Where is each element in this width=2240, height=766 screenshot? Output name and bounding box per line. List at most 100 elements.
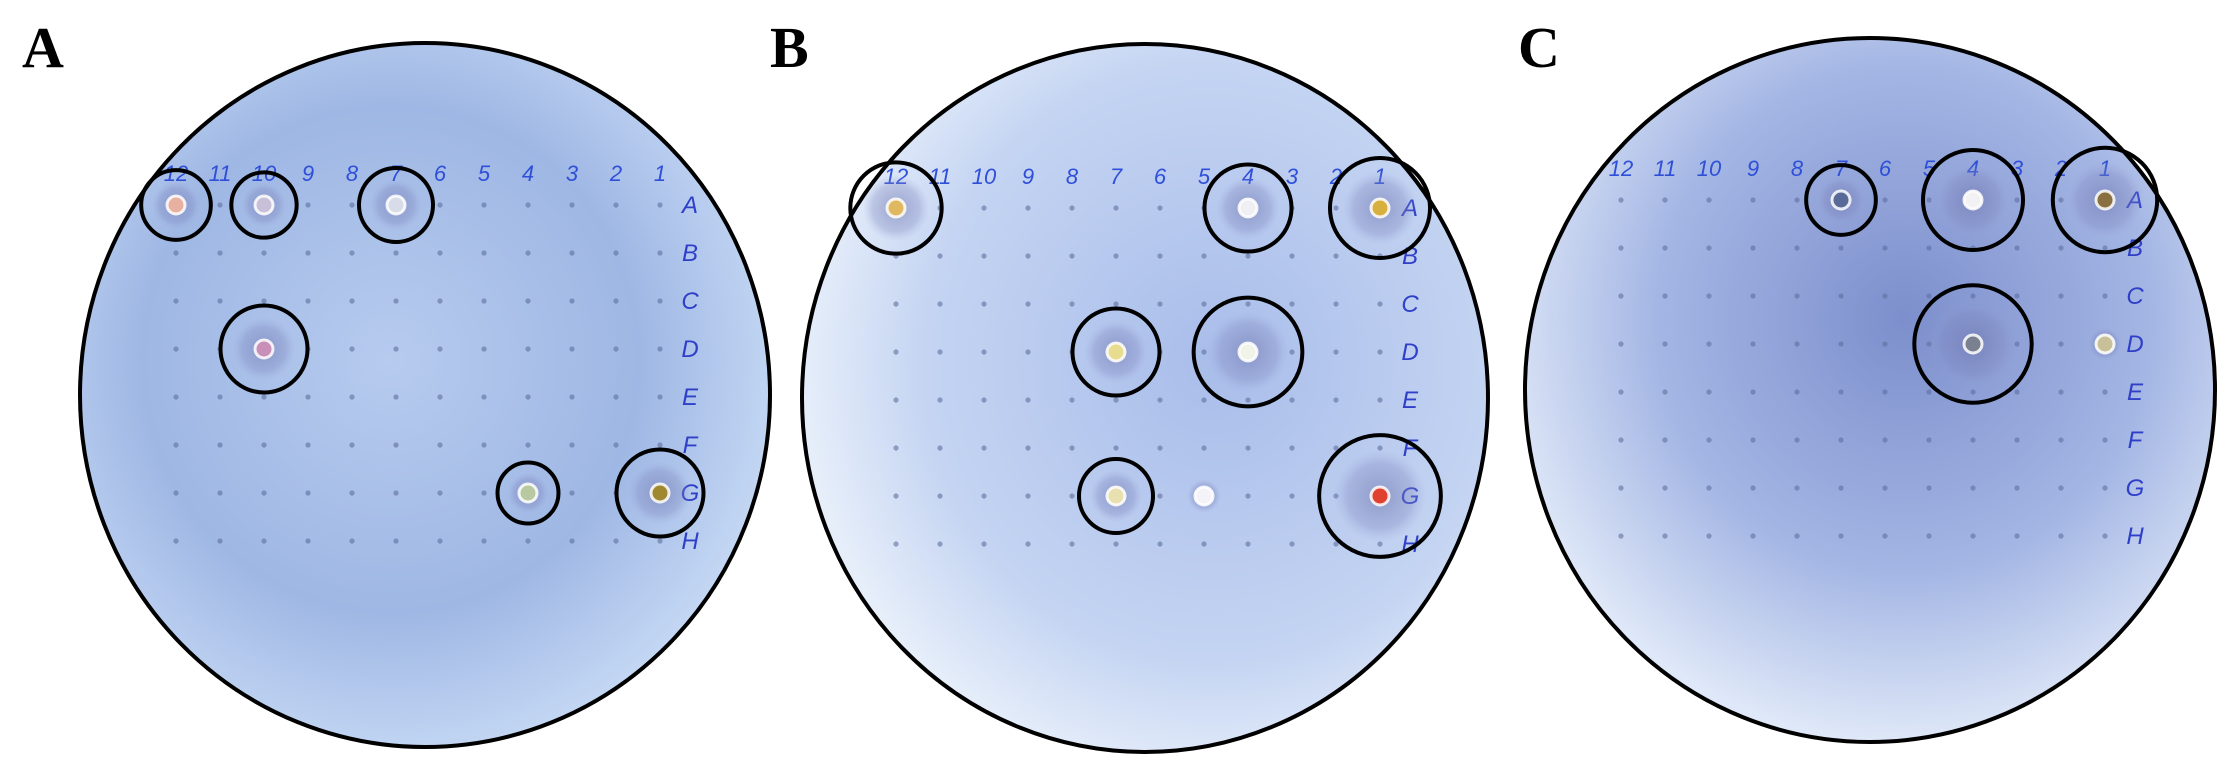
plate-c-well [1706, 485, 1712, 491]
plate-c-colony [1962, 189, 1984, 211]
plate-a-well [657, 298, 663, 304]
plate-a-well [657, 346, 663, 352]
plate-a-well [657, 538, 663, 544]
plate-b-colony [1369, 485, 1391, 507]
plate-c-well [1838, 533, 1844, 539]
plate-a-row-label: E [682, 384, 699, 411]
plate-b-well [1157, 301, 1163, 307]
plate-c-well [2058, 293, 2064, 299]
plate-a-well [261, 298, 267, 304]
plate-b-colony-circle [1202, 162, 1294, 254]
plate-b-well [1289, 541, 1295, 547]
plate-b-well [1289, 445, 1295, 451]
plate-b: 121110987654321ABCDEFGH [800, 42, 1490, 754]
plate-c-well [1618, 533, 1624, 539]
plate-b-well [1333, 397, 1339, 403]
plate-a-colony-circle [357, 166, 435, 244]
plate-a-well [217, 490, 223, 496]
plate-b-well [1201, 253, 1207, 259]
plate-a-column-label: 2 [609, 161, 622, 186]
plate-b-well [1113, 301, 1119, 307]
plate-b-well [1377, 397, 1383, 403]
plate-a-well [305, 298, 311, 304]
plate-b-column-label: 10 [972, 164, 997, 189]
plate-c-well [1838, 485, 1844, 491]
plate-c: 121110987654321ABCDEFGH [1523, 36, 2217, 744]
plate-c-column-label: 9 [1747, 156, 1759, 181]
plate-a-well [393, 538, 399, 544]
plate-a-well [657, 202, 663, 208]
plate-c-well [1882, 293, 1888, 299]
plate-c-agar [1525, 38, 2215, 742]
plate-a-well [173, 394, 179, 400]
plate-c-row-label: F [2128, 427, 2144, 454]
plate-c-well [1662, 293, 1668, 299]
plate-a-well [525, 346, 531, 352]
plate-b-colony [1105, 485, 1127, 507]
plate-c-well [1838, 341, 1844, 347]
plate-c-well [2014, 437, 2020, 443]
plate-a-well [525, 250, 531, 256]
plate-c-well [1662, 245, 1668, 251]
plate-b-well [893, 397, 899, 403]
plate-c-row-label: H [2126, 523, 2144, 550]
plate-a-colony [253, 194, 275, 216]
plate-c-well [1662, 389, 1668, 395]
plate-c-well [1794, 341, 1800, 347]
plate-a-well [481, 346, 487, 352]
plate-c-well [1618, 341, 1624, 347]
plate-a-well [525, 298, 531, 304]
plate-b-colony [1237, 197, 1259, 219]
plate-a-well [437, 394, 443, 400]
plate-a-well [305, 490, 311, 496]
plate-a-well [569, 202, 575, 208]
plate-c-well [2058, 389, 2064, 395]
plate-b-well [937, 253, 943, 259]
plate-c-well [2058, 341, 2064, 347]
plate-b-well [1157, 541, 1163, 547]
plate-b-well [1245, 397, 1251, 403]
plate-b-well [1025, 253, 1031, 259]
plate-b-well [1333, 253, 1339, 259]
plate-b-well [981, 541, 987, 547]
plate-a-colony [253, 338, 275, 360]
plate-b-well [893, 493, 899, 499]
plate-c-well [1794, 533, 1800, 539]
plate-a-colony [517, 482, 539, 504]
plate-a-well [569, 394, 575, 400]
plate-a-well [481, 490, 487, 496]
plate-c-well [1706, 293, 1712, 299]
panel-label-a: A [22, 15, 64, 80]
plate-c-well [1882, 197, 1888, 203]
plate-c-well [2058, 533, 2064, 539]
plate-a-well [481, 394, 487, 400]
plate-a-well [261, 490, 267, 496]
plate-c-well [1970, 485, 1976, 491]
plate-c-row-label: D [2126, 331, 2143, 358]
plate-c-well [1662, 341, 1668, 347]
plate-b-well [981, 205, 987, 211]
plate-a-well [217, 538, 223, 544]
plate-c-well [1970, 293, 1976, 299]
plate-c-column-label: 12 [1609, 156, 1633, 181]
plate-b-well [1377, 541, 1383, 547]
plate-b-row-label: E [1402, 387, 1419, 414]
plate-a-well [569, 298, 575, 304]
plate-c-well [1838, 245, 1844, 251]
plate-b-well [981, 349, 987, 355]
plate-c-well [1970, 389, 1976, 395]
plate-a-colony-circle [614, 447, 706, 539]
plate-a-well [481, 442, 487, 448]
plate-b-well [1113, 205, 1119, 211]
plate-c-well [1662, 197, 1668, 203]
plate-c-well [1618, 485, 1624, 491]
plate-c-colony-circle [1920, 147, 2026, 253]
plate-a-rim [78, 41, 772, 749]
plate-a-well [393, 490, 399, 496]
plate-b-well [1157, 397, 1163, 403]
plate-a-well [437, 346, 443, 352]
plate-a-well [305, 250, 311, 256]
plate-a-well [261, 394, 267, 400]
plate-b-well [1333, 349, 1339, 355]
plate-b-well [1069, 253, 1075, 259]
